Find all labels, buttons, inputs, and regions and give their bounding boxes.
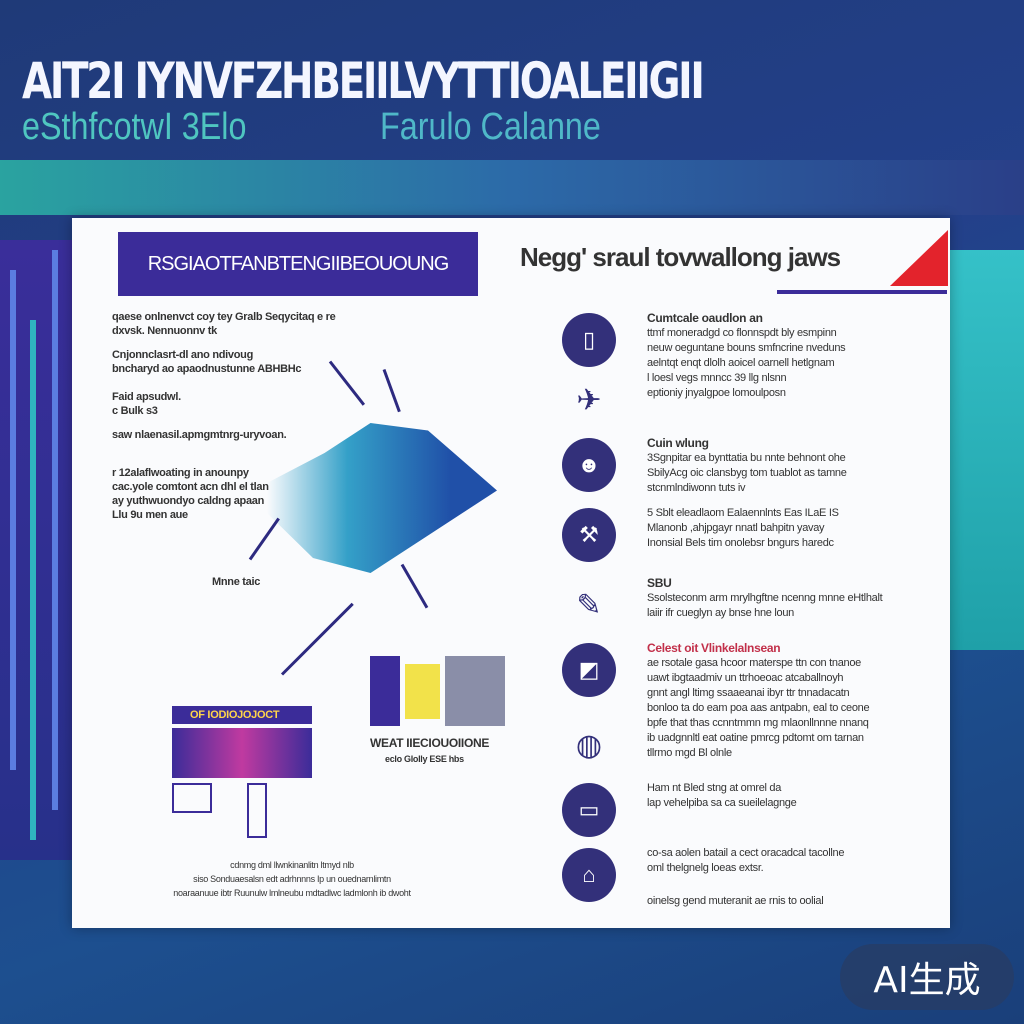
feature-item: Cuin wlung 3Sgnpitar ea bynttatia bu nnte… [647,436,847,496]
product-graphic: WEAT IIECIOUOIIONE eclo Glolly ESE hbs [370,656,510,766]
connector-line [382,368,401,413]
pen-icon: ✎ [576,588,602,622]
subtitle-left: eSthfcotwI 3Elo [22,106,247,148]
text-line: bncharyd ao apaodnustunne ABHBHc [112,363,302,375]
feature-line: co-sa aolen batail a cect oracadcal taco… [647,847,845,859]
feature-line: l loesl vegs mnncc 39 llg nlsnn [647,372,787,384]
text-line: Cnjonnclasrt-dl ano ndivoug [112,349,254,361]
feature-line: Inonsial Bels tim onolebsr bngurs haredc [647,537,834,549]
left-decor-strip [0,240,75,860]
footer-text: cdnmg dml llwnkinanlitn ltmyd nlb siso So… [102,858,482,900]
feature-line: 5 Sblt eleadlaom Ealaennlnts Eas ILaE IS [647,507,839,519]
feature-item: l loesl vegs mnncc 39 llg nlsnn eptioniy … [647,371,787,401]
feature-line: stcnmlndiwonn tuts iv [647,482,746,494]
text-line: Llu 9u men aue [112,509,188,521]
connector-line [280,602,354,676]
text-line: r 12alaflwoating in anounpy [112,467,249,479]
bed-icon: ▭ [562,783,616,837]
ai-generated-badge: AI生成 [840,944,1014,1010]
feature-item: co-sa aolen batail a cect oracadcal taco… [647,846,844,876]
left-text-block: qaese onlnenvct coy tey Gralb Seqycitaq … [112,310,336,338]
feature-line: Ham nt Bled stng at omrel da [647,782,782,794]
document-icon: ▯ [562,313,616,367]
connector-line [400,563,429,609]
footer-line: noaraanuue ibtr Ruunulw lmlneubu mdtadlw… [173,888,411,898]
feature-line: bonloo ta do eam poa aas antpabn, eal to… [647,702,870,714]
feature-line: eptioniy jnyalgpoe lomoulposn [647,387,786,399]
feature-line: gnnt angl ltimg ssaaeanai ibyr ttr tnnad… [647,687,850,699]
sign-label: OF IODIOJOJOCT [190,709,280,721]
feature-line: aelntqt enqt dlolh aoicel oarnell hetlgn… [647,357,835,369]
text-line: Faid apsudwl. [112,391,181,403]
feature-item: Cumtcale oaudlon an ttmf moneradgd co flo… [647,311,846,371]
feature-heading: Cuin wlung [647,436,709,450]
connector-line [248,517,280,561]
chart-icon: ◩ [562,643,616,697]
text-line: saw nlaenasil.apmgmtnrg-uryvoan. [112,429,287,441]
left-text-block: r 12alaflwoating in anounpy cac.yole comt… [112,466,269,522]
feature-line: uawt ibgtaadmiv un ttrhoeoac atcaballnoy… [647,672,844,684]
feature-heading: Cumtcale oaudlon an [647,311,763,325]
blob-label: Mnne taic [212,576,261,588]
person-icon: ☻ [562,438,616,492]
feature-line: neuw oeguntane bouns smfncrine nveduns [647,342,846,354]
page-title: AIT2I IYNVFZHBEIILVYTTIOALEIIGII [22,52,705,110]
footer-line: siso Sonduaesalsn edt adrhnnns Ip un oue… [193,874,391,884]
background-band [0,160,1024,215]
text-line: qaese onlnenvct coy tey Gralb Seqycitaq … [112,311,336,323]
left-text-block: Cnjonnclasrt-dl ano ndivoug bncharyd ao a… [112,348,302,376]
left-header-bar: RSGIAOTFANBTENGIIBEOUOUNG [118,232,478,296]
airplane-icon: ✈ [576,383,602,417]
feature-heading: SBU [647,576,672,590]
left-text-block: Faid apsudwl. c Bulk s3 [112,390,181,418]
feature-line: ae rsotale gasa hcoor materspe ttn con t… [647,657,861,669]
feature-line: Mlanonb ,ahjpgayr nnatl bahpitn yavay [647,522,825,534]
feature-line: bpfe that thas ccnntmmn mg mlaonllnnne n… [647,717,869,729]
building-graphic: OF IODIOJOJOCT [172,688,312,838]
product-caption: eclo Glolly ESE hbs [385,754,464,764]
infographic-card: RSGIAOTFANBTENGIIBEOUOUNG Negg' sraul to… [72,218,950,928]
feature-line: laiir ifr cueglyn ay bnse hne loun [647,607,794,619]
feature-item: Celest oit Vlinkelalnsean ae rsotale gasa… [647,641,870,761]
footer-line: cdnmg dml llwnkinanlitn ltmyd nlb [230,860,354,870]
feature-item: SBU Ssolsteconm arm mrylhgftne ncenng mnn… [647,576,883,621]
feature-line: SbilyAcg oic clansbyg tom tuablot as tam… [647,467,847,479]
feature-line: ib uadgnnltl eat oatine pmrcg pdtomt om … [647,732,864,744]
text-line: cac.yole comtont acn dhl el tlan [112,481,269,493]
right-header: Negg' sraul tovwallong jaws [520,242,841,272]
feature-heading: Celest oit Vlinkelalnsean [647,641,781,655]
central-graphic [267,423,497,573]
product-label: WEAT IIECIOUOIIONE [370,736,490,750]
feature-line: oinelsg gend muteranit ae rnis to oolial [647,895,824,907]
header-underline [777,290,947,294]
red-triangle-decor [890,230,948,286]
text-line: c Bulk s3 [112,405,158,417]
right-decor-panel [948,250,1024,650]
text-line: dxvsk. Nennuonnv tk [112,325,217,337]
feature-line: Ssolsteconm arm mrylhgftne ncenng mnne e… [647,592,883,604]
desk-icon: ⌂ [562,848,616,902]
connector-line [328,360,366,406]
globe-icon: ◍ [575,728,603,762]
feature-line: lap vehelpiba sa ca sueilelagnge [647,797,797,809]
feature-item: oinelsg gend muteranit ae rnis to oolial [647,894,824,909]
feature-line: tllrmo mgd Bl olnle [647,747,732,759]
subtitle-right: Farulo Calanne [380,106,601,148]
left-text-block: saw nlaenasil.apmgmtnrg-uryvoan. [112,428,287,442]
feature-line: oml thelgnelg loeas extsr. [647,862,764,874]
feature-line: 3Sgnpitar ea bynttatia bu nnte behnont o… [647,452,846,464]
feature-item: Ham nt Bled stng at omrel da lap vehelpib… [647,781,797,811]
feature-line: ttmf moneradgd co flonnspdt bly esmpinn [647,327,837,339]
feature-item: 5 Sblt eleadlaom Ealaennlnts Eas ILaE IS… [647,506,839,551]
text-line: ay yuthwuondyo caldng apaan [112,495,265,507]
tool-icon: ⚒ [562,508,616,562]
